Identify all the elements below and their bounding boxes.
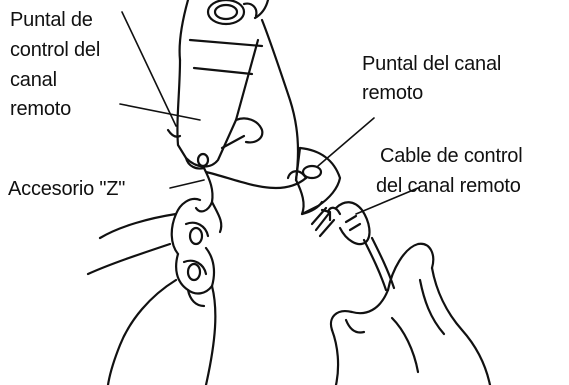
label-control-post-line-3: canal [10, 69, 57, 91]
right-hand [329, 242, 492, 385]
leader-lines [119, 11, 419, 215]
label-cable-line-2: del canal remoto [376, 175, 521, 197]
label-control-post-line-1: Puntal de [10, 9, 93, 31]
leader-z-accessory [169, 179, 205, 189]
label-remote-post-line-1: Puntal del canal [362, 53, 502, 75]
remote-post [260, 18, 342, 216]
leader-cable [355, 187, 419, 215]
base-top [178, 0, 270, 62]
control-cable [204, 170, 396, 292]
label-cable-line-1: Cable de control [380, 145, 523, 167]
label-control-post-line-2: control del [10, 39, 101, 61]
control-post [166, 38, 264, 170]
leader-control-post-2 [119, 103, 201, 121]
left-hand [86, 166, 223, 385]
label-remote-post-line-2: remoto [362, 82, 424, 104]
leader-control-post [121, 11, 177, 127]
leader-remote-post [317, 117, 375, 167]
label-z-accessory: Accesorio "Z" [8, 178, 126, 200]
label-control-post-line-4: remoto [10, 98, 72, 120]
